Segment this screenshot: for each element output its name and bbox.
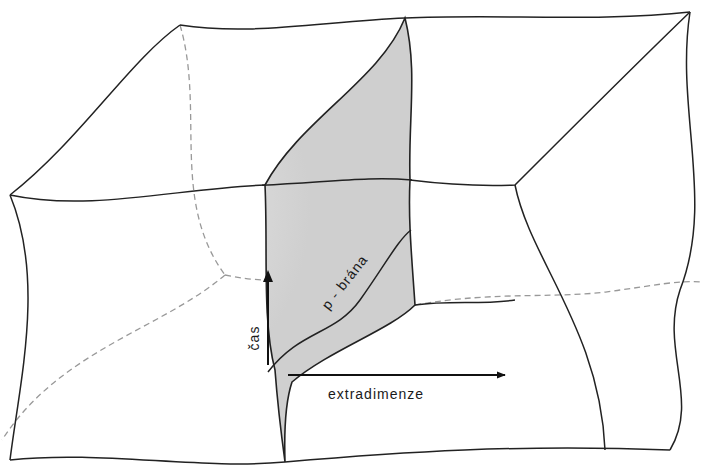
extradimension-arrow (288, 374, 505, 376)
axis-label: extradimenze (328, 387, 424, 401)
grid-edges (10, 12, 695, 464)
time-arrow (267, 272, 269, 365)
axis-label: čas (247, 326, 261, 351)
